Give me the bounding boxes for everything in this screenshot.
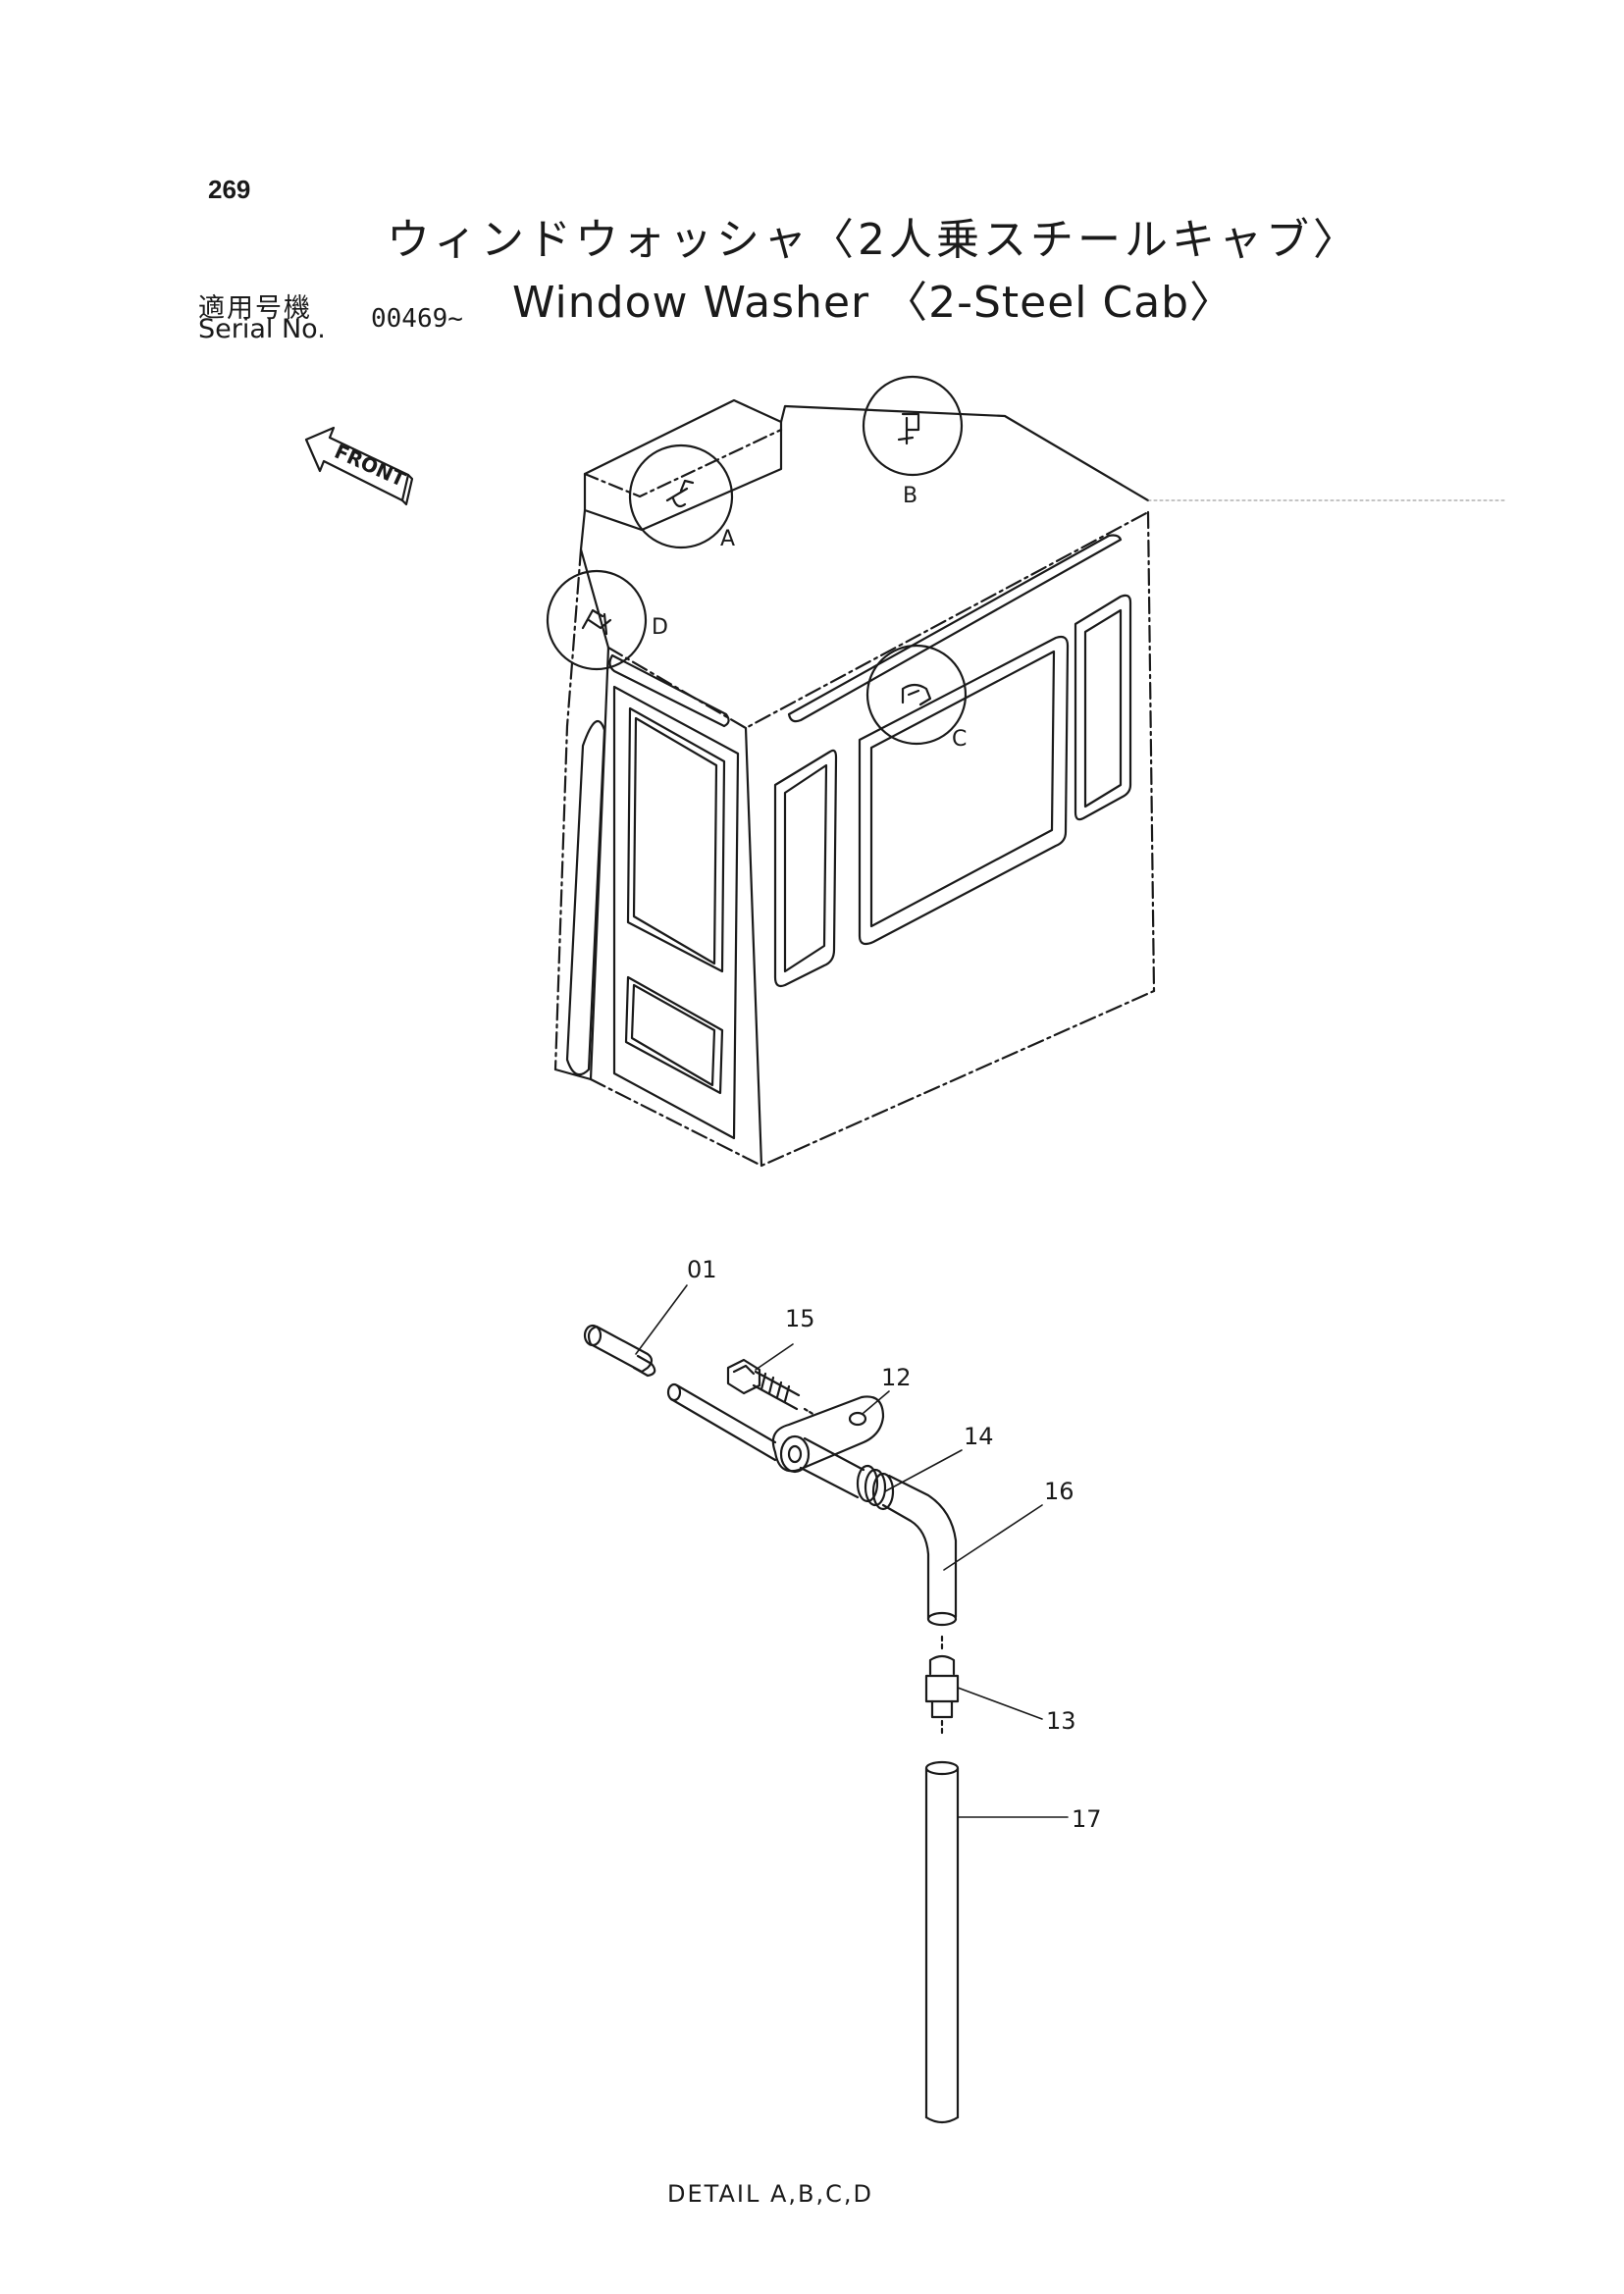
page-number: 269 bbox=[208, 175, 251, 204]
washer-nozzle-assembly bbox=[583, 1324, 960, 2124]
callout-15: 15 bbox=[785, 1305, 815, 1332]
detail-circle-b: B bbox=[862, 375, 964, 508]
serial-label-japanese: 適用号機 bbox=[198, 293, 312, 324]
detail-circle-a: A bbox=[628, 443, 735, 551]
detail-label-d: D bbox=[652, 615, 668, 640]
title-japanese: ウィンドウォッシャ〈2人乗スチールキャブ〉 bbox=[387, 215, 1360, 265]
detail-circle-c: C bbox=[865, 644, 967, 752]
detail-caption: DETAIL A,B,C,D bbox=[667, 2180, 873, 2208]
front-arrow-icon: FRONT bbox=[304, 426, 414, 506]
callout-17: 17 bbox=[1072, 1805, 1102, 1833]
detail-label-a: A bbox=[720, 527, 735, 551]
serial-value: 00469~ bbox=[371, 304, 463, 334]
detail-label-c: C bbox=[952, 727, 967, 752]
cab-body bbox=[553, 398, 1507, 1168]
serial-label-english: Serial No. bbox=[198, 314, 326, 344]
callout-14: 14 bbox=[964, 1423, 994, 1450]
callout-12: 12 bbox=[881, 1364, 912, 1391]
detail-circle-d: D bbox=[546, 569, 668, 671]
title-english: Window Washer 〈2-Steel Cab〉 bbox=[512, 278, 1234, 328]
detail-label-b: B bbox=[903, 484, 917, 508]
callout-16: 16 bbox=[1044, 1478, 1074, 1505]
callout-01: 01 bbox=[687, 1256, 717, 1283]
callout-leaders bbox=[635, 1284, 1069, 1818]
callout-13: 13 bbox=[1046, 1707, 1076, 1735]
